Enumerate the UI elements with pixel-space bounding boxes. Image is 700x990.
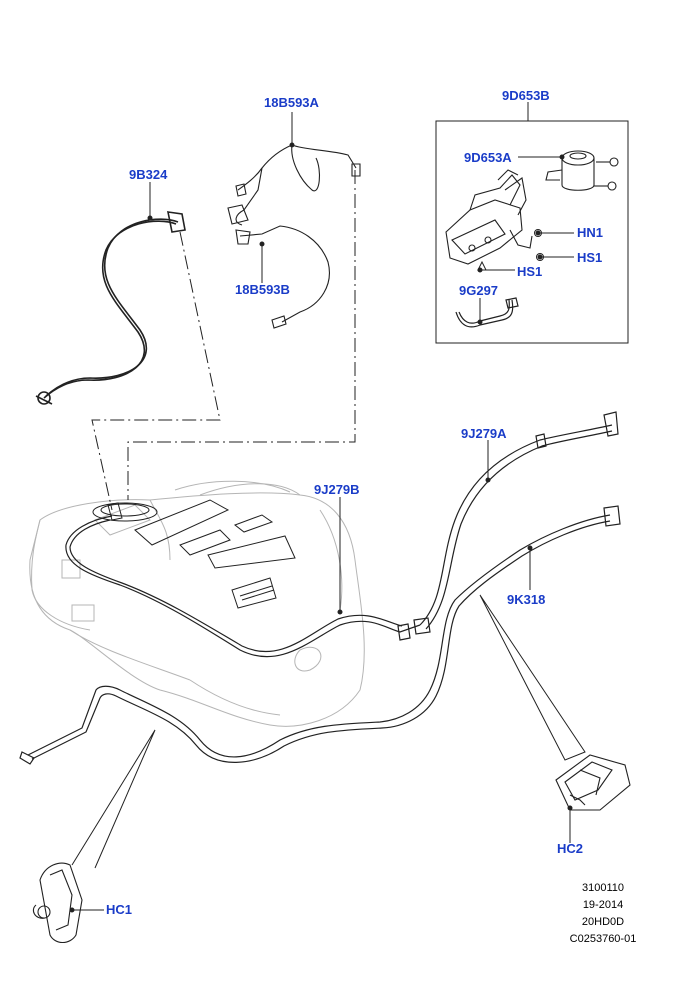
pipe-9J279B: [65, 515, 431, 658]
label-HS1-left: HS1: [517, 264, 543, 279]
reference-line-2: 19-2014: [582, 899, 624, 911]
canister-bracket: [445, 169, 533, 265]
diagram-reference-block: 3100110 19-2014 20HD0D C0253760-01: [548, 880, 658, 948]
label-HN1: HN1: [577, 225, 604, 240]
reference-line-1: 3100110: [581, 882, 624, 894]
fuel-pump-flange: [92, 502, 158, 522]
label-HS1-right: HS1: [577, 250, 603, 265]
harness-18B593B: [235, 225, 330, 329]
label-9B324: 9B324: [129, 167, 168, 182]
label-9D653B: 9D653B: [502, 88, 550, 103]
label-9J279A: 9J279A: [461, 426, 507, 441]
label-18B593B: 18B593B: [235, 282, 290, 297]
clip-HC1: [32, 862, 83, 944]
label-HC2: HC2: [557, 841, 584, 856]
label-18B593A: 18B593A: [264, 95, 319, 110]
label-9G297: 9G297: [459, 283, 499, 298]
label-HC1: HC1: [106, 902, 133, 917]
reference-line-4: C0253760-01: [569, 933, 637, 945]
hose-9G297: [455, 297, 519, 328]
clip-leaders: [71, 594, 586, 869]
harness-18B593A: [227, 144, 361, 226]
label-9D653A: 9D653A: [464, 150, 512, 165]
pipe-9J279A: [419, 411, 619, 630]
clip-HC2: [555, 754, 631, 811]
reference-line-3: 20HD0D: [581, 916, 625, 928]
leader-lines: [91, 170, 356, 511]
charcoal-canister: [545, 150, 619, 191]
harness-9B324: [35, 211, 186, 405]
pipe-9K318: [19, 505, 621, 765]
inset-box-9D653B: [435, 120, 629, 344]
label-9J279B: 9J279B: [314, 482, 360, 497]
tank-pads: [134, 499, 296, 609]
label-9K318: 9K318: [507, 592, 546, 607]
callout-leaders: [69, 102, 574, 913]
fuel-tank-ghost: [29, 480, 365, 727]
